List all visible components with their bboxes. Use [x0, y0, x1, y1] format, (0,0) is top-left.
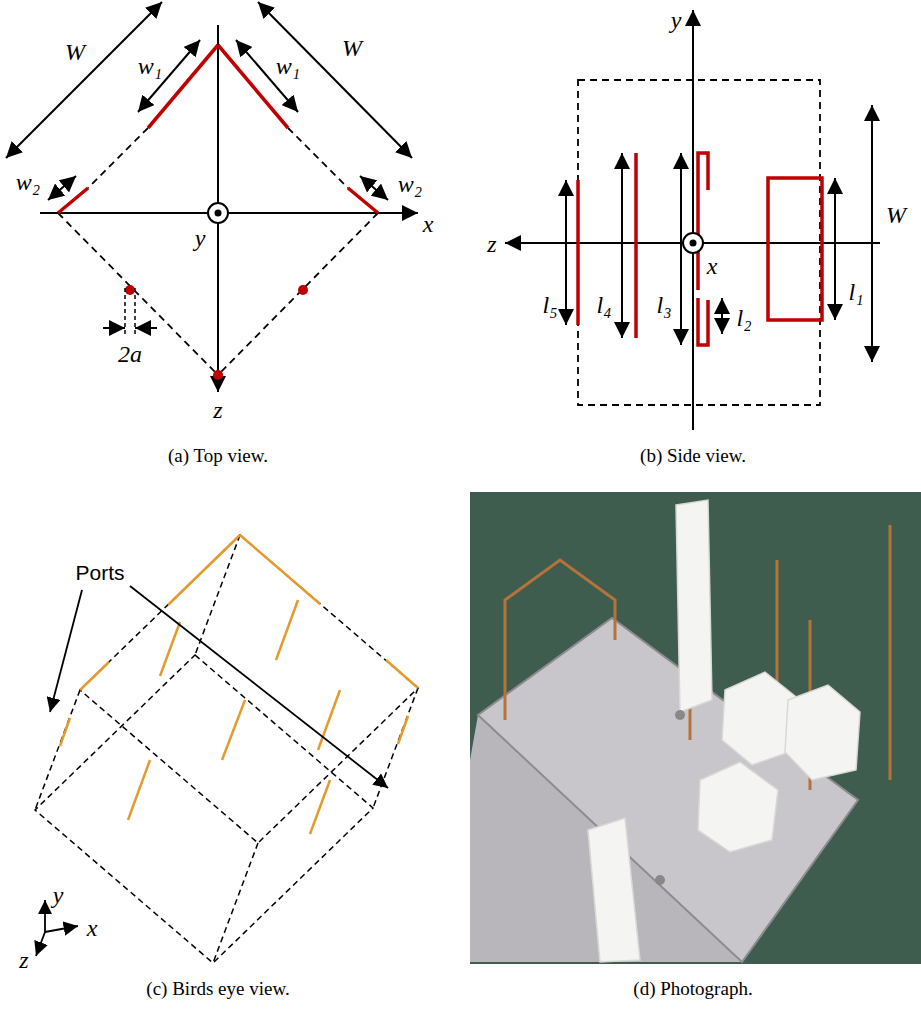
dimension-label: W [886, 203, 906, 227]
dimension-label: w₁ [276, 54, 300, 78]
dimension-label: l₃ [656, 293, 671, 317]
dimension-label: w₂ [398, 172, 422, 196]
dimension-label: l₄ [596, 293, 611, 317]
subfigure-caption: (a) Top view. [168, 446, 268, 465]
dimension-label: w₁ [138, 54, 162, 78]
axis-label: x [423, 212, 434, 236]
axis-label: y [671, 8, 682, 32]
dimension-label: w₂ [16, 170, 40, 194]
axis-label: y [53, 883, 64, 907]
dimension-label: l₅ [542, 293, 557, 317]
axis-label: x [87, 916, 98, 940]
dimension-label: l₁ [848, 280, 863, 304]
subfigure-caption: (d) Photograph. [633, 979, 752, 998]
axis-label: z [213, 398, 222, 422]
dimension-label: 2a [118, 342, 142, 366]
axis-label: y [195, 226, 206, 250]
dimension-label: W [342, 36, 362, 60]
axis-label: z [19, 948, 28, 972]
dimension-label: W [65, 40, 85, 64]
subfigure-caption: (c) Birds eye view. [146, 979, 289, 998]
birds-eye-view [35, 535, 418, 963]
dimension-label: l₂ [736, 306, 751, 330]
axis-label: z [487, 232, 496, 256]
callout-label: Ports [75, 562, 124, 583]
axis-label: x [707, 254, 718, 278]
photograph [470, 492, 921, 964]
subfigure-caption: (b) Side view. [640, 446, 746, 465]
top-view [6, 2, 418, 392]
side-view [505, 10, 880, 430]
